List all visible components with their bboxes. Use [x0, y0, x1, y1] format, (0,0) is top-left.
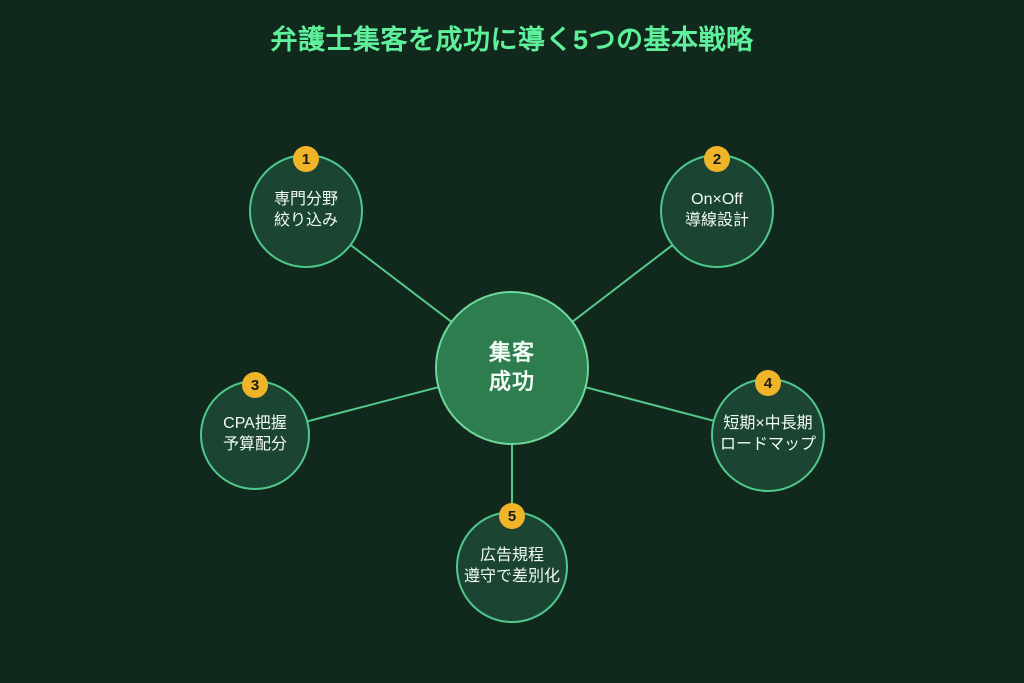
strategy-node-1[interactable]: 専門分野絞り込み	[249, 154, 363, 268]
strategy-node-3-line-1: CPA把握	[223, 415, 287, 433]
node-number-badge-4: 4	[755, 370, 781, 396]
strategy-node-5-line-1: 広告規程	[479, 547, 544, 565]
strategy-node-2[interactable]: On×Off 導線設計	[660, 154, 774, 268]
strategy-node-3[interactable]: CPA把握予算配分	[200, 380, 310, 490]
node-number-badge-5: 5	[499, 503, 525, 529]
strategy-node-1-line-1: 専門分野	[273, 191, 338, 209]
strategy-node-3-line-2: 予算配分	[222, 436, 287, 453]
center-node[interactable]: 集客成功	[435, 291, 589, 445]
center-node-line-1: 集客	[488, 340, 535, 366]
strategy-node-4[interactable]: 短期×中長期ロードマップ	[711, 378, 825, 492]
node-number-badge-2: 2	[704, 146, 730, 172]
node-number-badge-1: 1	[293, 146, 319, 172]
center-node-line-2: 成功	[488, 369, 535, 394]
strategy-node-5-line-2: 遵守で差別化	[463, 568, 560, 585]
strategy-node-2-line-2: 導線設計	[684, 212, 749, 229]
strategy-node-4-line-1: 短期×中長期	[723, 415, 813, 433]
strategy-node-2-line-1: On×Off	[691, 191, 743, 209]
strategy-node-4-line-2: ロードマップ	[719, 436, 816, 453]
node-number-badge-3: 3	[242, 372, 268, 398]
page-title: 弁護士集客を成功に導く5つの基本戦略	[270, 25, 754, 55]
strategy-node-1-line-2: 絞り込み	[273, 212, 338, 229]
strategy-node-5[interactable]: 広告規程遵守で差別化	[456, 511, 568, 623]
